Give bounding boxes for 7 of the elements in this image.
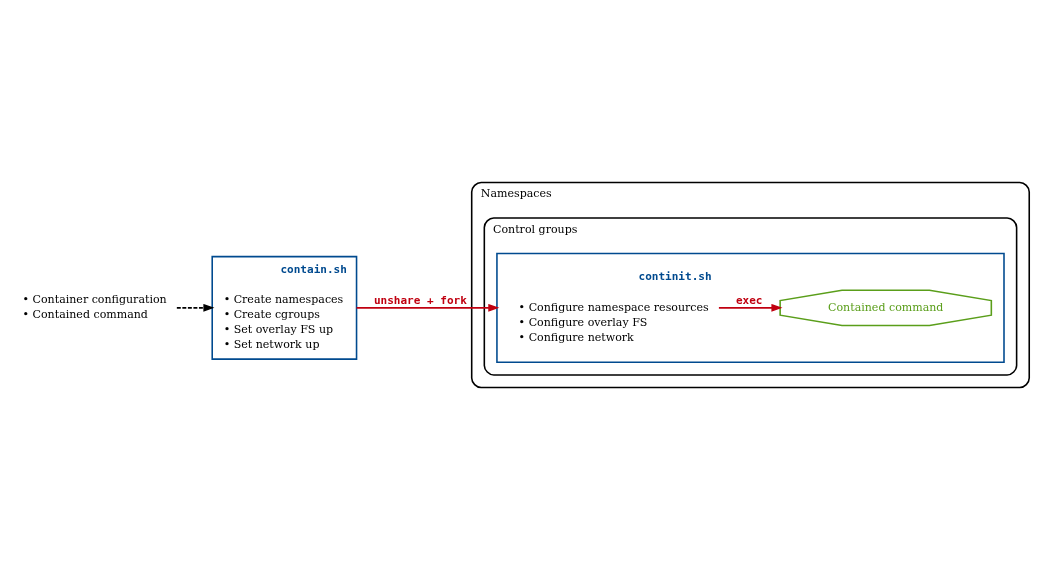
arrow <box>718 304 783 312</box>
arrow <box>176 304 215 312</box>
edge-label: exec <box>735 294 763 308</box>
arrow <box>355 304 500 312</box>
edge-label: unshare + fork <box>373 294 467 308</box>
node-box: contain.sh • Create namespaces • Create cgroups • Set overlay FS up • Set network up <box>211 255 358 360</box>
node-text: • Container configuration • Contained command <box>22 293 167 322</box>
